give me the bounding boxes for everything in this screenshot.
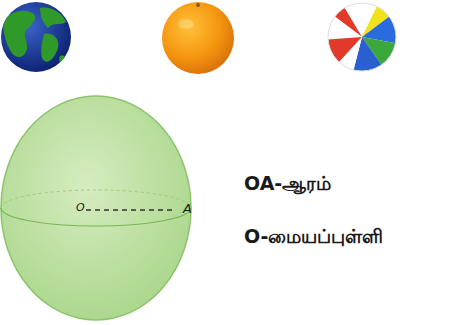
sphere-figure	[1, 96, 191, 320]
centre-point-label: O	[76, 201, 85, 214]
centre-label: O-மையப்புள்ளி	[244, 225, 383, 250]
beach-ball-picture	[322, 0, 400, 76]
orange-picture	[162, 2, 234, 74]
point-label: A	[183, 201, 192, 216]
radius-label: OA-ஆரம்	[244, 172, 331, 197]
radius-line	[86, 209, 176, 211]
globe-picture	[1, 2, 71, 72]
